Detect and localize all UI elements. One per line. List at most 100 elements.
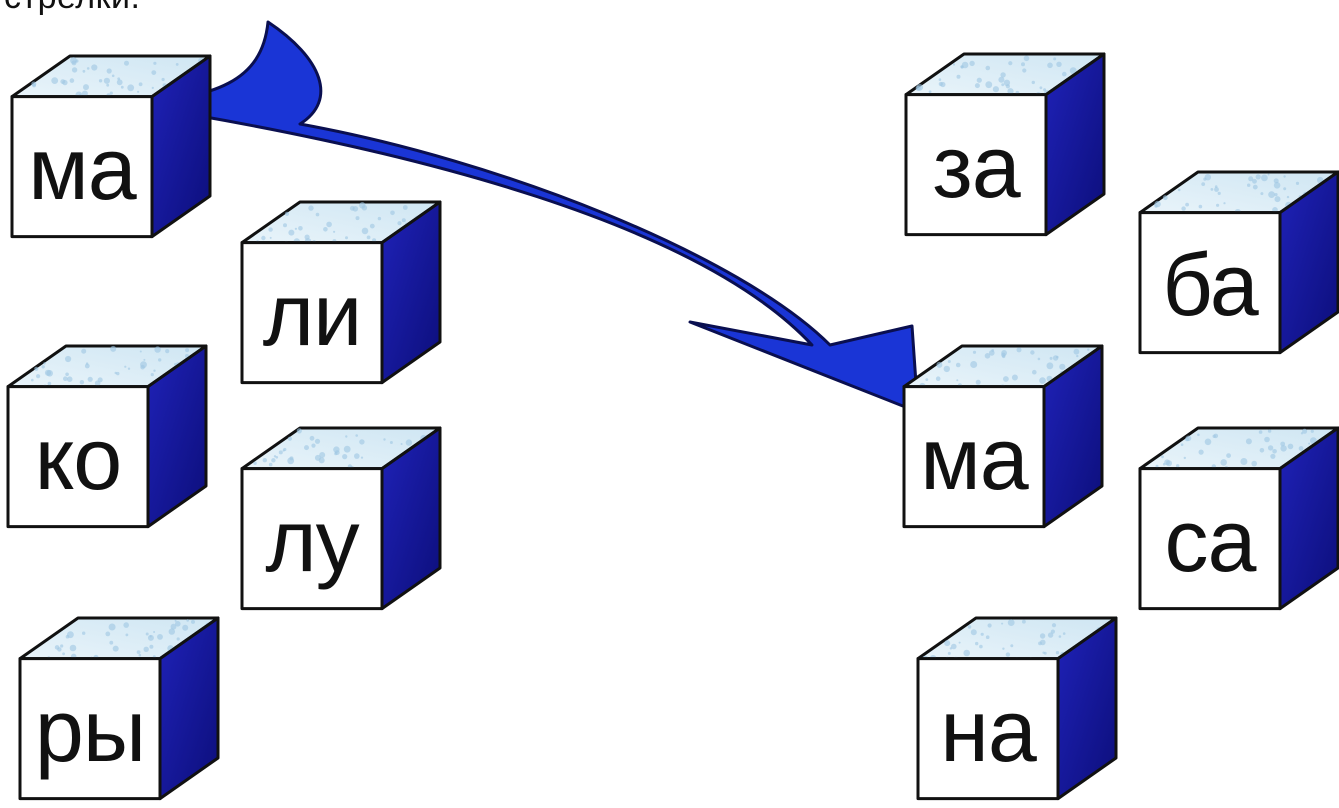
texture-speckle xyxy=(150,373,154,377)
texture-speckle xyxy=(282,449,285,452)
texture-speckle xyxy=(1007,88,1014,95)
texture-speckle xyxy=(116,371,120,376)
texture-speckle xyxy=(268,227,273,232)
texture-speckle xyxy=(65,355,72,363)
cube-ma-right[interactable]: ма xyxy=(902,344,1104,536)
texture-speckle xyxy=(359,202,366,209)
texture-speckle xyxy=(970,361,978,368)
cube-ma-left[interactable]: ма xyxy=(10,54,212,246)
texture-speckle xyxy=(278,450,283,455)
texture-speckle xyxy=(1274,196,1281,203)
texture-speckle xyxy=(975,379,981,385)
texture-speckle xyxy=(109,91,113,95)
cube-shape xyxy=(904,52,1106,237)
texture-speckle xyxy=(1023,55,1030,62)
cube-shape xyxy=(6,344,208,529)
texture-speckle xyxy=(60,644,64,648)
texture-speckle xyxy=(1223,202,1226,205)
cube-ba[interactable]: ба xyxy=(1138,170,1339,362)
texture-speckle xyxy=(75,59,79,63)
texture-speckle xyxy=(345,435,348,438)
texture-speckle xyxy=(956,379,959,382)
texture-speckle xyxy=(1240,458,1248,465)
texture-speckle xyxy=(1022,619,1026,624)
texture-speckle xyxy=(976,77,982,83)
cube-shape xyxy=(18,616,220,801)
texture-speckle xyxy=(1181,206,1186,211)
texture-speckle xyxy=(390,210,395,216)
texture-speckle xyxy=(62,79,68,86)
texture-speckle xyxy=(1286,195,1290,199)
texture-speckle xyxy=(116,79,123,86)
texture-speckle xyxy=(82,631,86,635)
texture-speckle xyxy=(1022,68,1027,73)
texture-speckle xyxy=(985,65,991,71)
cube-sa[interactable]: са xyxy=(1138,426,1339,618)
texture-speckle xyxy=(1310,429,1314,433)
texture-speckle xyxy=(969,60,975,67)
texture-speckle xyxy=(109,640,114,645)
texture-speckle xyxy=(149,635,152,638)
texture-speckle xyxy=(951,643,957,650)
texture-speckle xyxy=(287,457,295,465)
texture-speckle xyxy=(87,376,93,382)
texture-speckle xyxy=(191,619,195,624)
texture-speckle xyxy=(1047,632,1054,638)
texture-speckle xyxy=(1062,632,1066,635)
syllable-label: за xyxy=(932,116,1020,216)
syllable-label: на xyxy=(940,680,1037,780)
cube-shape xyxy=(240,200,442,385)
cube-lu[interactable]: лу xyxy=(240,426,442,618)
cube-front-face xyxy=(902,385,1046,529)
cube-ry[interactable]: ры xyxy=(18,616,220,808)
texture-speckle xyxy=(354,453,360,459)
texture-speckle xyxy=(120,85,124,89)
texture-speckle xyxy=(1016,347,1022,353)
texture-speckle xyxy=(124,60,129,66)
texture-speckle xyxy=(1252,184,1258,190)
texture-speckle xyxy=(1177,188,1181,192)
texture-speckle xyxy=(952,63,956,66)
texture-speckle xyxy=(43,362,46,365)
texture-speckle xyxy=(157,634,163,640)
texture-speckle xyxy=(1059,363,1066,370)
texture-speckle xyxy=(944,640,951,647)
texture-speckle xyxy=(935,376,941,381)
texture-speckle xyxy=(174,619,177,622)
texture-speckle xyxy=(1283,187,1287,191)
texture-speckle xyxy=(175,63,179,66)
texture-speckle xyxy=(1005,84,1010,89)
texture-speckle xyxy=(97,377,103,383)
cube-front-face xyxy=(1138,467,1282,611)
texture-speckle xyxy=(67,631,74,639)
arrow-shape xyxy=(126,20,920,414)
texture-speckle xyxy=(1007,619,1015,626)
texture-speckle xyxy=(401,218,406,223)
cube-front-face xyxy=(904,93,1048,237)
texture-speckle xyxy=(1011,374,1018,381)
texture-speckle xyxy=(31,378,34,382)
texture-speckle xyxy=(123,622,129,628)
cube-li[interactable]: ли xyxy=(240,200,442,392)
texture-speckle xyxy=(369,223,375,229)
texture-speckle xyxy=(1002,647,1005,650)
texture-speckle xyxy=(111,74,115,78)
texture-speckle xyxy=(1261,174,1268,182)
texture-speckle xyxy=(972,350,977,354)
cube-na[interactable]: на xyxy=(916,616,1118,808)
texture-speckle xyxy=(143,646,149,652)
texture-speckle xyxy=(283,223,287,228)
texture-speckle xyxy=(928,90,932,94)
texture-speckle xyxy=(304,234,310,240)
texture-speckle xyxy=(1268,191,1275,198)
texture-speckle xyxy=(57,647,62,652)
texture-speckle xyxy=(989,350,995,356)
texture-speckle xyxy=(1220,459,1227,466)
texture-speckle xyxy=(84,363,90,369)
texture-speckle xyxy=(319,452,326,458)
cube-ko[interactable]: ко xyxy=(6,344,208,536)
texture-speckle xyxy=(1180,443,1184,446)
cube-za[interactable]: за xyxy=(904,52,1106,244)
texture-speckle xyxy=(1270,453,1276,459)
cube-shape xyxy=(1138,170,1339,355)
